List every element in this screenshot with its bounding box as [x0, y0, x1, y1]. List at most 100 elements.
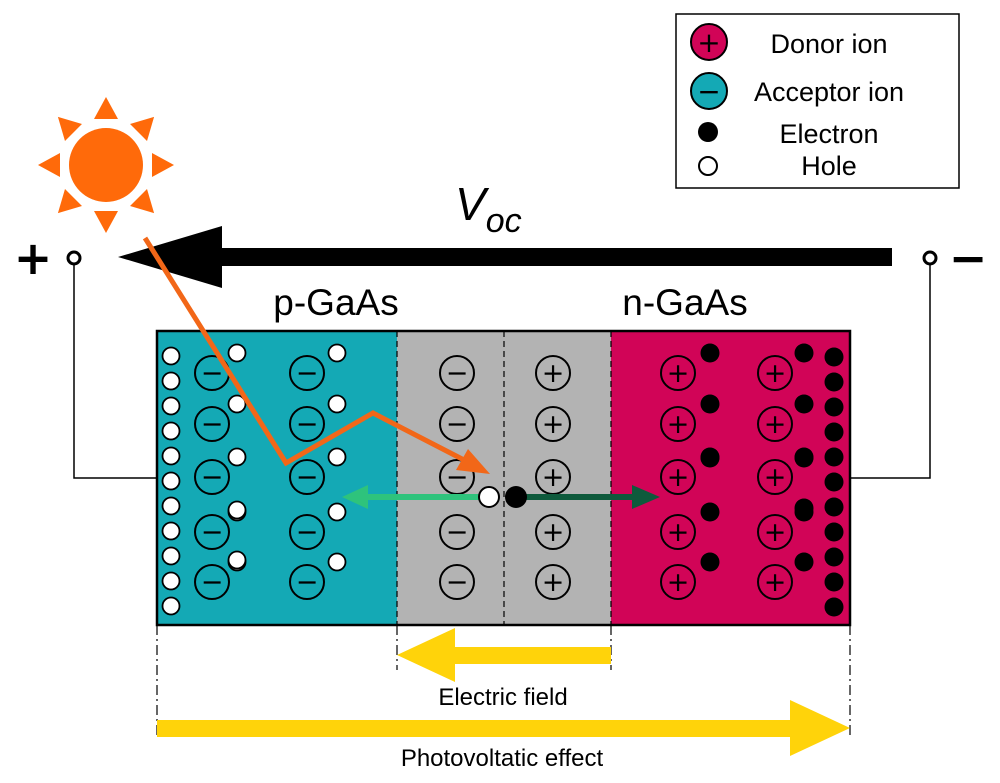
hole: [227, 500, 247, 520]
ion-symbol: −: [201, 567, 224, 598]
electric-field-label: Electric field: [438, 684, 567, 711]
ion-symbol: −: [201, 517, 224, 548]
electron: [794, 448, 814, 468]
legend-acceptor-label: Acceptor ion: [754, 77, 904, 107]
ion-circle-icon: [660, 355, 696, 391]
hole: [161, 521, 181, 541]
hole: [161, 596, 181, 616]
ion-symbol: +: [764, 567, 787, 598]
ion-circle-icon: [757, 459, 793, 495]
ion-circle-icon: [194, 514, 230, 550]
hole: [161, 496, 181, 516]
voc-main: V: [455, 178, 490, 230]
ion-symbol: +: [667, 567, 690, 598]
legend-hole-icon: [698, 156, 718, 176]
terminal-plus-sign: +: [14, 231, 53, 285]
ion-symbol: −: [446, 517, 469, 548]
voc-subscript: oc: [486, 202, 522, 240]
ion-circle-icon: [535, 564, 571, 600]
electron: [824, 572, 844, 592]
legend-donor-icon: [690, 23, 728, 61]
hole: [327, 343, 347, 363]
generated-electron: [505, 486, 527, 508]
hole: [327, 552, 347, 572]
electron: [824, 422, 844, 442]
ion-circle-icon: [660, 406, 696, 442]
ion-circle-icon: [194, 564, 230, 600]
hole: [161, 371, 181, 391]
ion-symbol: −: [446, 567, 469, 598]
hole: [327, 394, 347, 414]
ion-symbol: −: [201, 409, 224, 440]
electron: [824, 522, 844, 542]
electron: [824, 397, 844, 417]
left-wire: [73, 264, 157, 479]
electron: [824, 472, 844, 492]
hole-drift-arrowhead: [342, 485, 368, 509]
photovoltaic-arrow: [157, 700, 850, 756]
device-outline: [155, 329, 852, 627]
ion-symbol: −: [296, 517, 319, 548]
electron: [824, 347, 844, 367]
legend-hole-label: Hole: [801, 151, 857, 181]
sun-ray: [152, 153, 174, 177]
electron-drift-arrowhead: [632, 485, 660, 509]
legend: + Donor ion − Acceptor ion Electron Hole: [675, 13, 960, 189]
ion-circle-icon: [289, 459, 325, 495]
ion-symbol: −: [446, 358, 469, 389]
ion-circle-icon: [289, 355, 325, 391]
hole: [161, 421, 181, 441]
legend-acceptor-symbol: −: [697, 75, 720, 108]
sun-ray: [94, 97, 118, 119]
voc-label: Voc: [455, 178, 522, 240]
sun-ray: [130, 116, 155, 141]
light-ray: [142, 236, 466, 467]
n-region-label: n-GaAs: [622, 282, 747, 323]
ion-symbol: −: [446, 409, 469, 440]
ion-circle-icon: [757, 514, 793, 550]
ion-circle-icon: [439, 406, 475, 442]
voc-arrow: [118, 226, 892, 288]
electron: [700, 448, 720, 468]
hole: [227, 447, 247, 467]
sun-ray: [38, 153, 60, 177]
terminal-minus-node: [922, 250, 938, 266]
hole: [227, 550, 247, 570]
hole: [227, 343, 247, 363]
generated-hole: [478, 486, 500, 508]
electron: [824, 547, 844, 567]
electron: [794, 498, 814, 518]
electron: [700, 502, 720, 522]
ion-circle-icon: [289, 564, 325, 600]
ion-circle-icon: [757, 406, 793, 442]
hole: [161, 471, 181, 491]
ion-symbol: −: [201, 358, 224, 389]
ion-symbol: +: [542, 567, 565, 598]
ion-symbol: +: [667, 409, 690, 440]
electron: [794, 552, 814, 572]
ion-circle-icon: [194, 406, 230, 442]
photovoltaic-label: Photovoltatic effect: [401, 745, 604, 772]
legend-donor-label: Donor ion: [770, 29, 887, 59]
ion-symbol: −: [201, 462, 224, 493]
electron: [824, 597, 844, 617]
legend-electron-icon: [698, 122, 718, 142]
n-region: [611, 331, 850, 625]
ion-circle-icon: [194, 459, 230, 495]
ion-symbol: −: [296, 409, 319, 440]
ion-symbol: +: [764, 462, 787, 493]
ion-layer: −−−+++−−−+++−−−+++−−−+++−−−+++: [194, 355, 793, 600]
light-ray-arrowhead: [456, 449, 490, 474]
terminal-minus-sign: −: [949, 231, 988, 285]
electron: [824, 497, 844, 517]
sun-ray: [57, 116, 82, 141]
hole: [327, 447, 347, 467]
electron: [794, 394, 814, 414]
hole: [161, 396, 181, 416]
carrier-layer: [161, 343, 844, 617]
sun-ray: [57, 189, 82, 214]
ion-circle-icon: [535, 355, 571, 391]
ion-symbol: +: [764, 517, 787, 548]
legend-acceptor-icon: [690, 72, 728, 110]
right-wire: [850, 264, 931, 479]
